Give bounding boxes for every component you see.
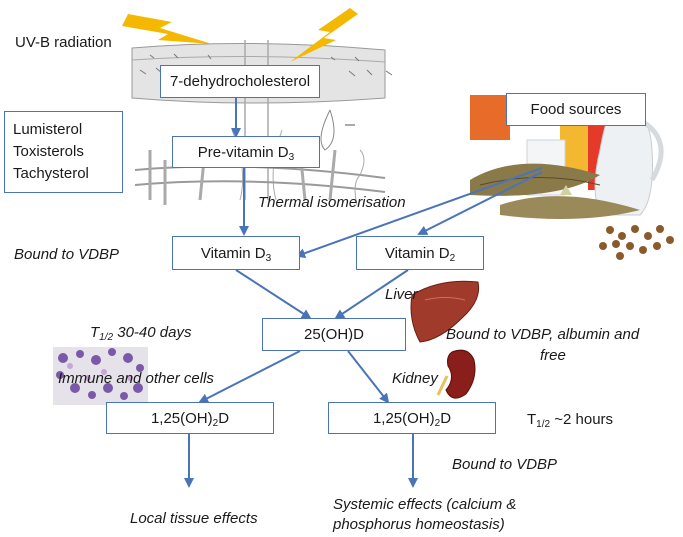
systemic-effects-label: Systemic effects (calcium &: [333, 496, 517, 513]
food-sources-label: Food sources: [530, 101, 622, 118]
arrow-vitd2-to-ohd: [334, 269, 409, 320]
bound-vdbp-left-label: Bound to VDBP: [14, 246, 120, 263]
liver-icon: [410, 280, 480, 343]
immune-cells-icon: [53, 347, 148, 405]
flow-arrows: [184, 98, 543, 488]
arrow-food-to-vitd3: [295, 167, 543, 259]
right-125ohd-label: 1,25(OH)2D: [372, 409, 452, 429]
vitamin-d2-box: Vitamin D2: [356, 236, 484, 270]
food-sources-icon: [470, 95, 674, 260]
local-tissue-effects-label: Local tissue effects: [130, 510, 258, 527]
kidney-icon: [436, 349, 476, 399]
half-life-2-hours-label: T1/2 ~2 hours: [527, 411, 614, 430]
bound-vdbp-albumin-label: Bound to VDBP, albumin and: [446, 326, 640, 343]
arrow-ohd-to-right125: [347, 350, 390, 404]
isomer-lumisterol: Lumisterol: [13, 121, 83, 138]
vitamin-d3-box: Vitamin D3: [172, 236, 300, 270]
right-125ohd-box: 1,25(OH)2D: [328, 402, 496, 434]
food-sources-box: Food sources: [506, 93, 646, 126]
bound-vdbp-bottom-label: Bound to VDBP: [452, 456, 558, 473]
left-125ohd-box: 1,25(OH)2D: [106, 402, 274, 434]
bound-vdbp-albumin-label-line2: free: [540, 347, 566, 364]
arrow-ohd-to-left125: [198, 350, 301, 403]
arrow-vitd3-to-ohd: [235, 269, 312, 320]
25ohd-box: 25(OH)D: [262, 318, 406, 351]
isomer-tachysterol: Tachysterol: [13, 165, 89, 182]
previtamin-d3-box: Pre-vitamin D3: [172, 136, 320, 168]
immune-cells-label: Immune and other cells: [58, 370, 214, 387]
vitamin-d3-label: Vitamin D3: [200, 244, 272, 264]
isomer-toxisterols: Toxisterols: [13, 143, 84, 160]
arrow-food-to-vitd2: [417, 171, 543, 235]
isomers-box: Lumisterol Toxisterols Tachysterol: [4, 111, 123, 193]
25ohd-label: 25(OH)D: [303, 326, 364, 343]
kidney-label: Kidney: [392, 370, 438, 387]
left-125ohd-label: 1,25(OH)2D: [150, 409, 230, 429]
dehydrocholesterol-box: 7-dehydrocholesterol: [160, 65, 320, 98]
uvb-lightning-icon: [122, 8, 358, 62]
uvb-label: UV-B radiation: [15, 34, 112, 51]
liver-label: Liver: [385, 286, 418, 303]
vitamin-d2-label: Vitamin D2: [384, 244, 456, 264]
thermal-isomerisation-label: Thermal isomerisation: [258, 194, 406, 211]
dehydrocholesterol-label: 7-dehydrocholesterol: [169, 73, 311, 90]
systemic-effects-label-line2: phosphorus homeostasis): [333, 516, 505, 533]
half-life-30-40-days-label: T1/2 30-40 days: [90, 324, 192, 343]
previtamin-d3-label: Pre-vitamin D3: [197, 143, 295, 163]
